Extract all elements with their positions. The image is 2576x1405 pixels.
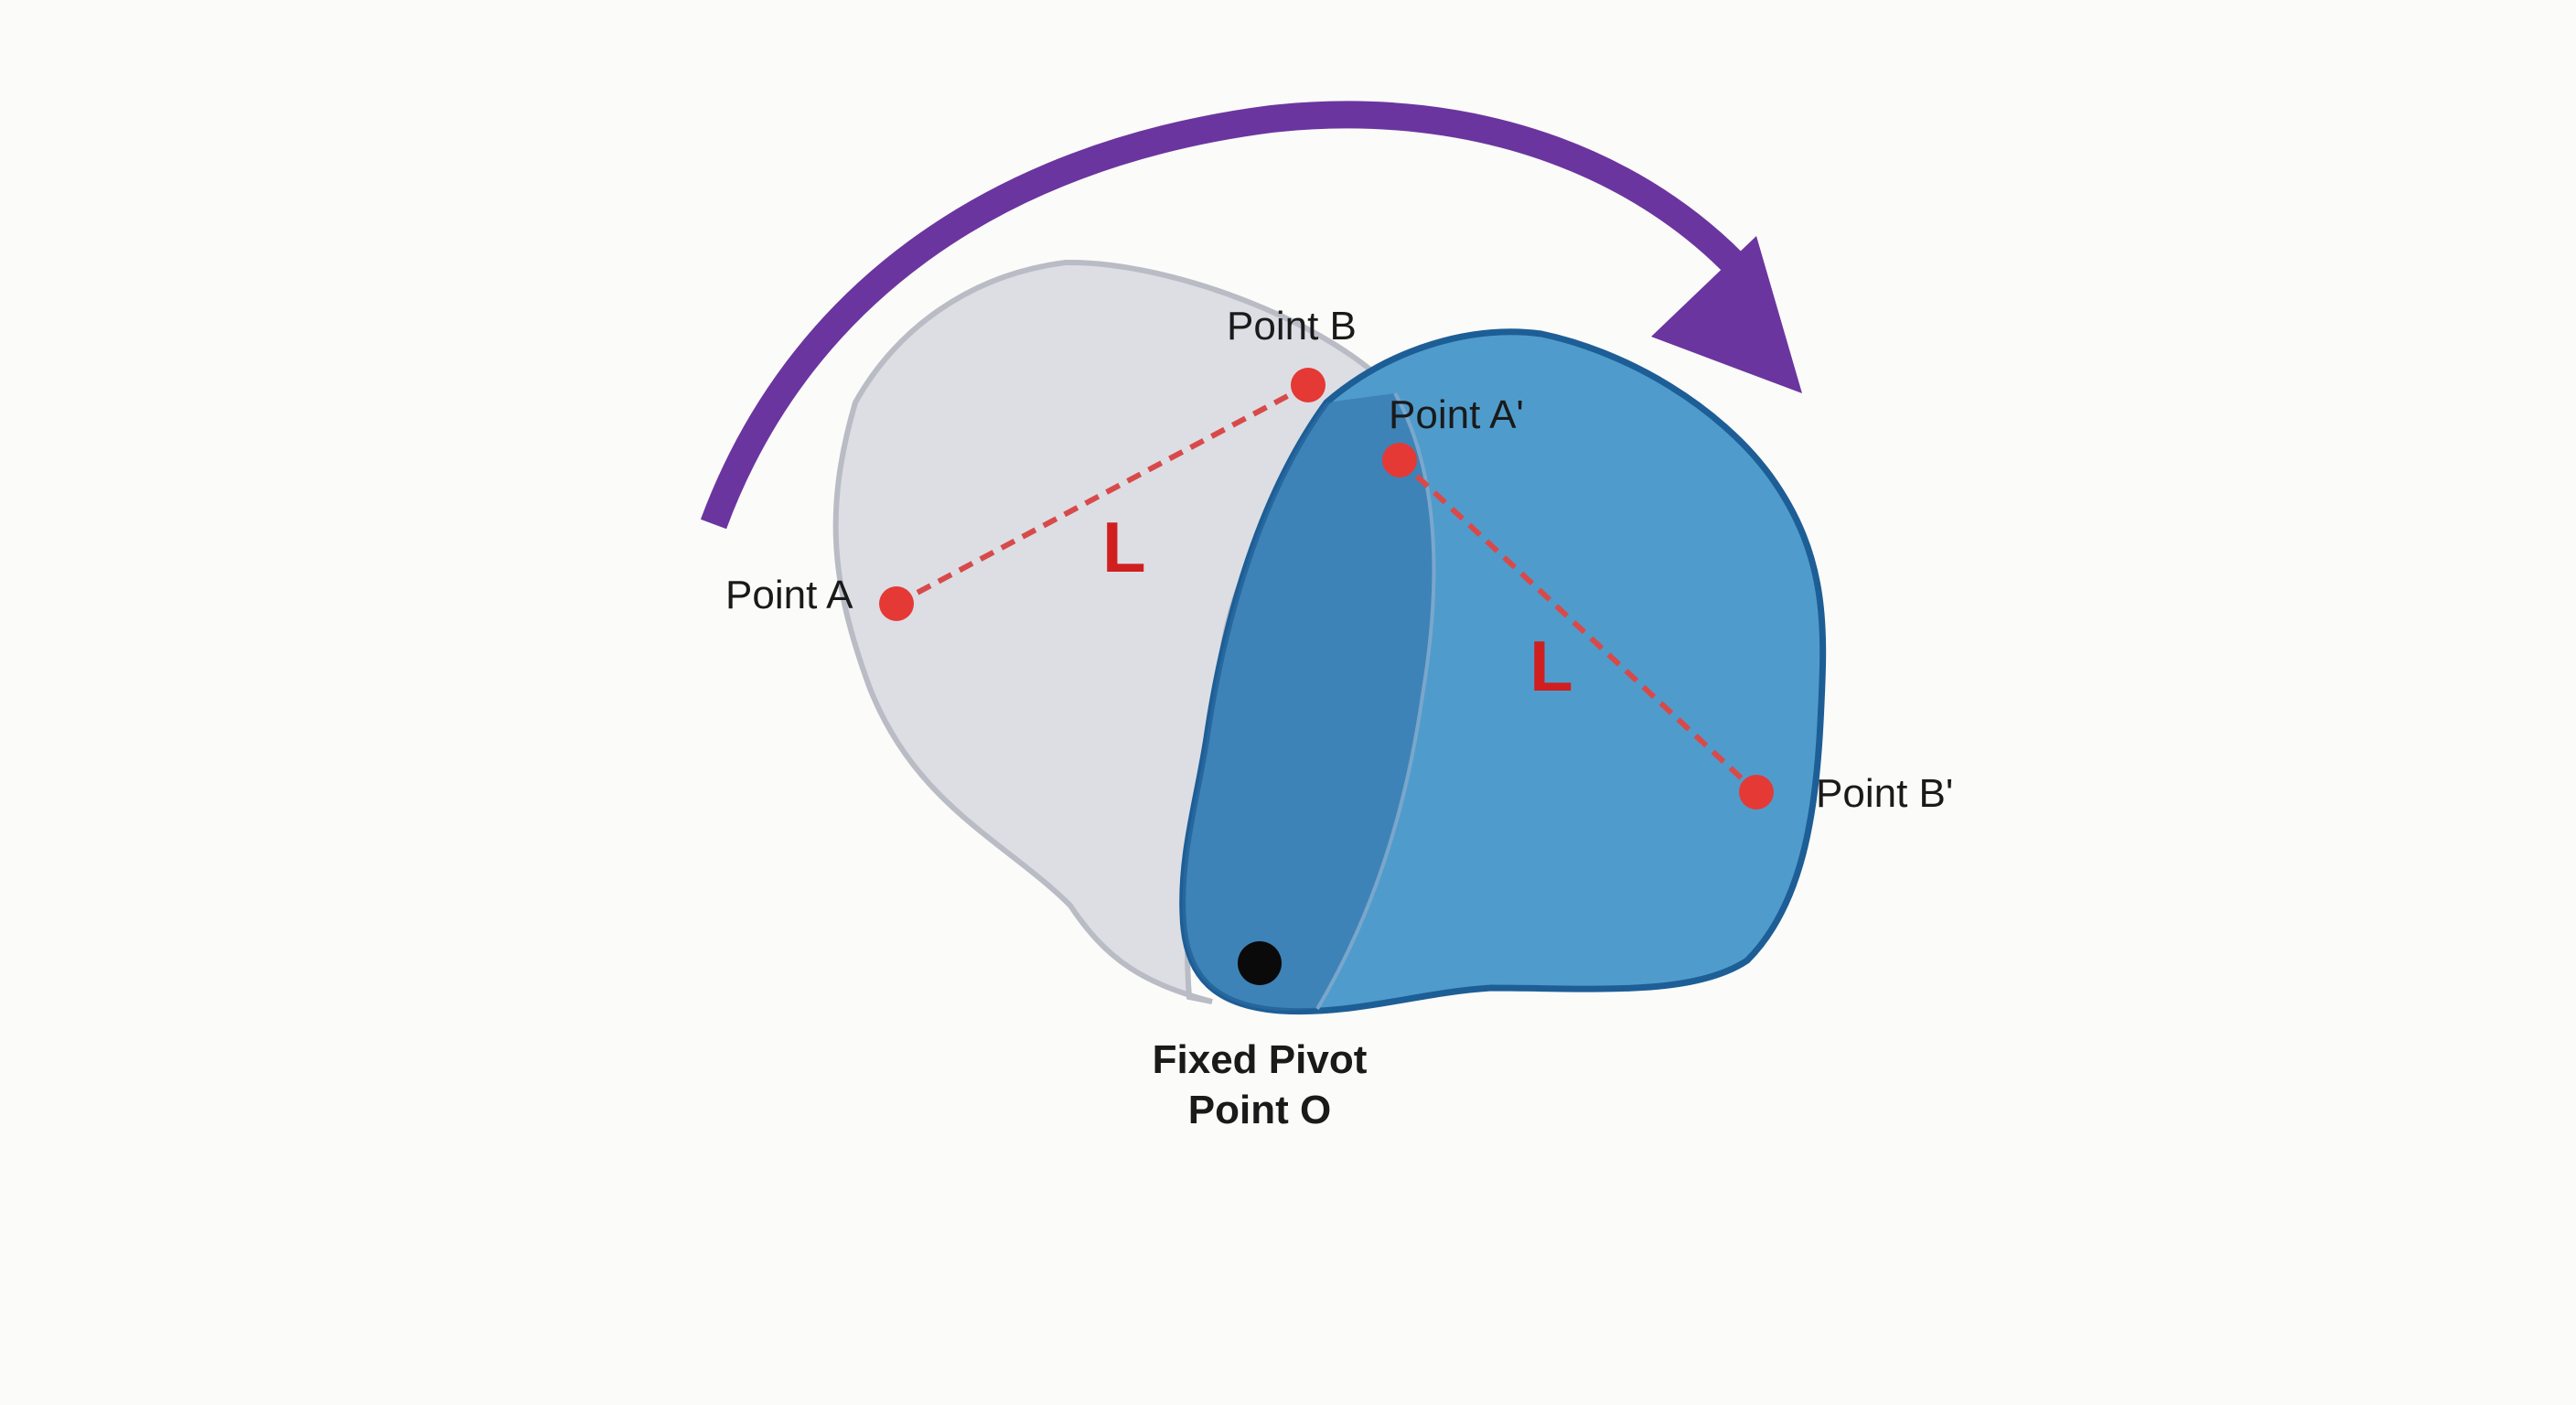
segment-a-prime-b-prime — [1397, 457, 1759, 795]
length-label-original: L — [1102, 507, 1146, 587]
pivot-point-marker — [1238, 941, 1282, 985]
segment-ab — [895, 382, 1310, 606]
rotation-arrow-head — [1651, 236, 1802, 393]
pivot-label-line1: Fixed Pivot — [1153, 1037, 1368, 1082]
point-a-marker — [879, 586, 914, 621]
length-label-rotated: L — [1530, 626, 1573, 706]
pivot-label-line2: Point O — [1188, 1088, 1331, 1132]
overlap-region — [1182, 393, 1433, 1011]
point-b-prime-label: Point B' — [1816, 771, 1953, 816]
point-b-marker — [1291, 368, 1326, 402]
point-a-prime-marker — [1382, 443, 1417, 477]
point-b-label: Point B — [1227, 304, 1357, 349]
clockwise-arc-arrow-icon — [700, 101, 1802, 530]
rotation-arrow-arc — [700, 101, 1767, 530]
point-a-prime-label: Point A' — [1389, 392, 1524, 437]
point-b-prime-marker — [1739, 775, 1774, 810]
point-a-label: Point A — [725, 573, 853, 617]
